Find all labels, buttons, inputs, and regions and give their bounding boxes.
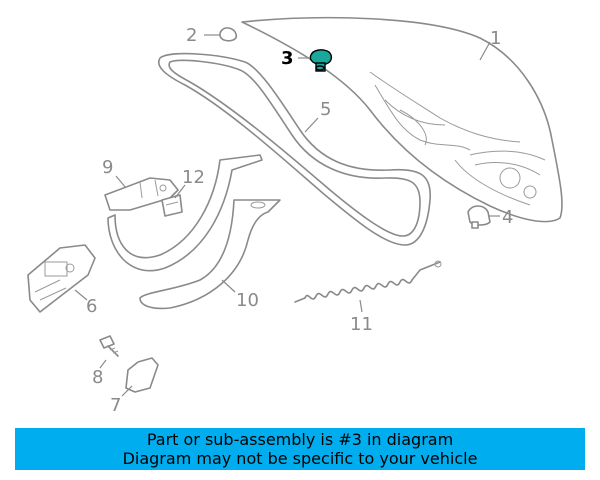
- leader-11: [359, 299, 363, 313]
- callout-9: 9: [102, 157, 113, 178]
- banner-line-1: Part or sub-assembly is #3 in diagram: [146, 430, 454, 449]
- leader-1: [479, 41, 491, 61]
- callout-11: 11: [350, 314, 373, 335]
- callout-1: 1: [490, 28, 501, 49]
- part-6-latch: [27, 244, 96, 313]
- part-5-weatherstrip: [158, 52, 431, 246]
- callout-7: 7: [110, 395, 121, 416]
- callout-10: 10: [236, 290, 259, 311]
- leader-10: [221, 279, 236, 293]
- leader-8: [99, 359, 107, 369]
- leader-6: [74, 289, 88, 301]
- callout-2: 2: [186, 25, 197, 46]
- part-3-fastener: [309, 49, 333, 72]
- callout-5: 5: [320, 99, 331, 120]
- part-7-cap: [125, 357, 159, 393]
- leader-7: [121, 385, 133, 397]
- part-8-bolt: [99, 335, 119, 357]
- part-4-bumper: [467, 205, 491, 229]
- part-11-spring: [294, 260, 442, 303]
- hinge-arm: [107, 154, 263, 272]
- callout-12: 12: [182, 167, 205, 188]
- parts-diagram: 2 3 1 5 4 9 12 1: [27, 16, 563, 416]
- leader-12: [174, 184, 186, 199]
- part-10-trim: [139, 199, 281, 310]
- callout-3: 3: [281, 48, 294, 69]
- banner-line-2: Diagram may not be specific to your vehi…: [122, 449, 478, 468]
- leader-9: [115, 175, 127, 189]
- callout-8: 8: [92, 367, 103, 388]
- callout-6: 6: [86, 296, 97, 317]
- part-1-trunk-lid: [241, 16, 563, 223]
- part-9-hinge: [104, 177, 179, 211]
- info-banner: Part or sub-assembly is #3 in diagram Di…: [15, 428, 585, 470]
- callout-4: 4: [502, 207, 513, 228]
- part-2-clip: [219, 27, 238, 42]
- part-12-clip: [161, 194, 183, 217]
- leader-5: [304, 117, 319, 133]
